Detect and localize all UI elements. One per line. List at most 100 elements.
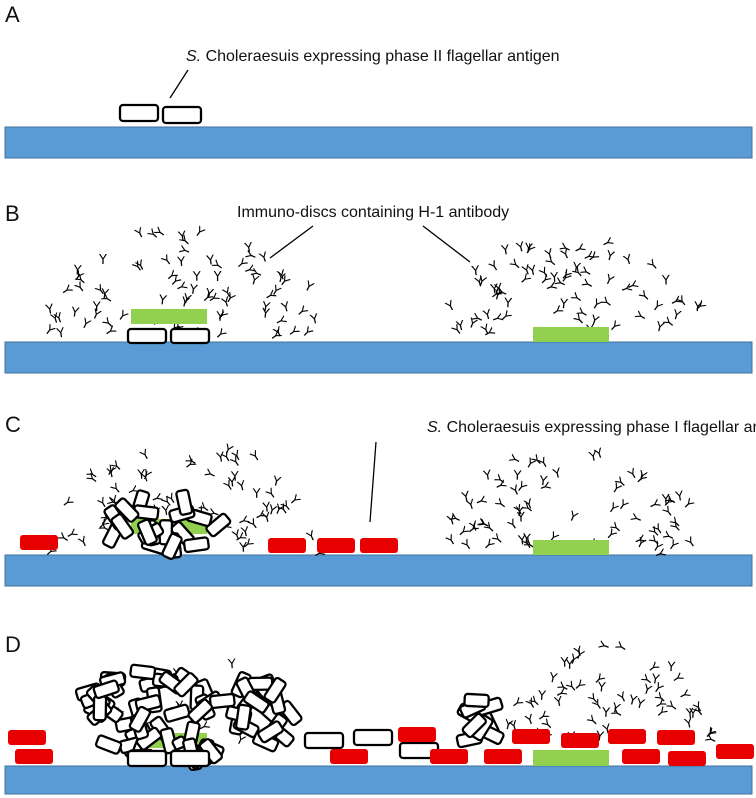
phase1-cell xyxy=(330,749,368,764)
antibody-glyph: Y xyxy=(580,277,597,292)
phase2-cell xyxy=(263,676,287,704)
antibody-glyph: Y xyxy=(479,537,496,554)
antibody-glyph: Y xyxy=(260,510,272,527)
antibody-glyph: Y xyxy=(565,658,574,673)
antibody-glyph: Y xyxy=(669,307,682,324)
antibody-glyph: Y xyxy=(178,295,191,312)
antibody-glyph: Y xyxy=(298,324,315,341)
substrate-b xyxy=(4,341,753,374)
antibody-glyph: Y xyxy=(569,291,586,307)
panel-letter-d: D xyxy=(5,632,21,657)
immuno-disc xyxy=(533,327,609,342)
phase2-cell xyxy=(187,698,213,724)
phase2-cell xyxy=(94,734,123,755)
antibody-glyph: Y xyxy=(301,278,316,295)
phase2-cell xyxy=(463,692,490,709)
antibody-glyph: Y xyxy=(259,299,271,316)
phase2-cell xyxy=(163,703,191,723)
antibody-glyph: Y xyxy=(640,682,653,699)
panel-a: A S. Choleraesuis expressing phase II fl… xyxy=(4,2,753,159)
antibody-glyph: Y xyxy=(114,308,130,325)
panel-b: B Immuno-discs containing H-1 antibody Y… xyxy=(4,201,753,374)
antibody-glyph: Y xyxy=(252,487,261,502)
antibody-glyph: Y xyxy=(48,311,61,328)
phase2-cell xyxy=(182,536,210,554)
antibody-glyph: Y xyxy=(187,282,198,298)
antibody-glyph: Y xyxy=(481,307,494,324)
antibody-glyph: Y xyxy=(514,505,524,520)
substrate-d xyxy=(4,765,753,795)
antibody-glyph: Y xyxy=(626,693,639,710)
antibody-glyph: Y xyxy=(69,305,80,321)
antibody-glyph: Y xyxy=(507,695,524,711)
antibody-glyph: Y xyxy=(473,275,486,292)
phase2-cell xyxy=(110,513,135,540)
antibody-glyph: Y xyxy=(215,450,226,466)
phase1-cell xyxy=(668,751,706,766)
antibody-glyph: Y xyxy=(76,534,91,551)
antibody-glyph: Y xyxy=(587,449,599,466)
phase1-cell xyxy=(360,538,398,553)
antibody-glyph: Y xyxy=(492,281,504,298)
phase1-cell xyxy=(716,744,754,759)
panel-letter-b: B xyxy=(5,201,20,226)
phase1-cell xyxy=(430,749,468,764)
antibody-glyph: Y xyxy=(304,528,318,545)
panel-letter-c: C xyxy=(5,412,21,437)
antibody-glyph: Y xyxy=(684,706,694,722)
antibody-glyph: Y xyxy=(159,253,175,270)
antibody-glyph: Y xyxy=(72,263,82,279)
antibody-glyph: Y xyxy=(594,729,605,745)
antibody-glyph: Y xyxy=(653,319,666,336)
phase2-cell xyxy=(169,327,211,345)
substrate-a xyxy=(4,126,753,159)
phase2-cell xyxy=(136,518,158,546)
immuno-disc xyxy=(533,750,609,766)
phase1-cell xyxy=(608,729,646,744)
phase2-cell xyxy=(161,105,203,125)
antibody-glyph: Y xyxy=(633,696,646,713)
phase2-cell xyxy=(128,705,152,733)
antibody-glyph: Y xyxy=(235,478,247,495)
panel-c: C S. Choleraesuis expressing phase I fla… xyxy=(4,412,756,587)
antibody-glyph: Y xyxy=(247,272,260,289)
phase2-cell xyxy=(208,692,236,710)
antibody-glyph: Y xyxy=(617,282,634,296)
antibody-glyph: Y xyxy=(601,706,611,721)
phase2-cell xyxy=(257,720,284,744)
phase2-cell xyxy=(303,731,345,750)
antibody-glyph: Y xyxy=(503,296,513,311)
antibody-glyph: Y xyxy=(98,253,107,268)
antibody-glyph: Y xyxy=(570,260,581,276)
antibody-glyph: Y xyxy=(230,469,240,484)
phase2-cell-cluster xyxy=(74,663,303,771)
antibody-glyph: Y xyxy=(507,453,524,468)
antibody-glyph: Y xyxy=(637,289,654,306)
antibody-glyph: Y xyxy=(599,295,616,311)
phase2-cell xyxy=(243,690,270,714)
antibody-glyph: Y xyxy=(192,270,201,285)
antibody-glyph: Y xyxy=(275,268,288,285)
antibody-glyph: Y xyxy=(486,259,502,276)
antibody-glyph: Y xyxy=(523,712,537,729)
antibody-glyph: Y xyxy=(203,286,214,302)
antibody-glyph: Y xyxy=(57,282,74,298)
antibody-glyph: Y xyxy=(512,468,522,483)
antibody-glyph: Y xyxy=(271,313,288,328)
antibody-glyph: Y xyxy=(176,229,187,245)
antibody-glyph: Y xyxy=(526,263,538,280)
phase1-pointer xyxy=(369,441,377,523)
immuno-disc xyxy=(533,540,609,555)
antibody-glyph: Y xyxy=(692,300,703,316)
phase2-cell xyxy=(92,679,120,700)
antibody-glyph: Y xyxy=(549,270,559,286)
antibody-glyph: Y xyxy=(44,302,55,318)
antibody-glyph: Y xyxy=(274,270,286,287)
antibody-glyph: Y xyxy=(238,540,248,555)
phase1-cell xyxy=(8,730,46,745)
antibody-glyph: Y xyxy=(661,273,671,288)
antibody-glyph: Y xyxy=(489,282,500,298)
antibody-glyph: Y xyxy=(547,303,564,319)
antibody-glyph: Y xyxy=(136,467,146,483)
